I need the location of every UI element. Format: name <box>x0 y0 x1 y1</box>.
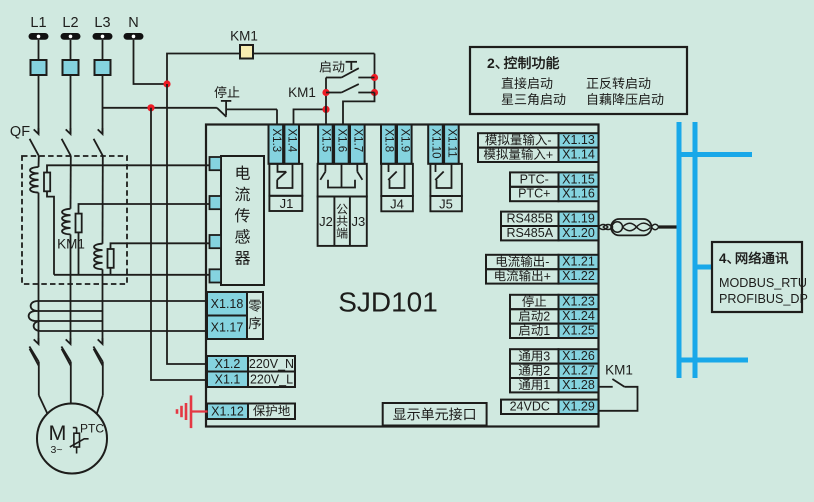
svg-text:L1: L1 <box>30 15 46 31</box>
svg-text:X1.19: X1.19 <box>562 212 595 226</box>
svg-text:-: - <box>547 133 551 147</box>
svg-text:X1.24: X1.24 <box>562 309 595 323</box>
svg-text:X1.17: X1.17 <box>211 321 244 335</box>
svg-text:2: 2 <box>543 364 550 378</box>
svg-text:PTC-: PTC- <box>520 172 549 186</box>
svg-text:X1.22: X1.22 <box>562 269 595 283</box>
svg-text:PTC: PTC <box>80 422 104 436</box>
svg-text:+: + <box>546 148 553 162</box>
svg-text:X1.18: X1.18 <box>211 297 244 311</box>
svg-text:3: 3 <box>543 349 550 363</box>
svg-text:X1.29: X1.29 <box>562 400 595 414</box>
svg-text:X1.3: X1.3 <box>270 129 282 153</box>
svg-text:1: 1 <box>543 324 550 338</box>
svg-text:X1.26: X1.26 <box>562 349 595 363</box>
svg-text:X1.16: X1.16 <box>562 187 595 201</box>
svg-text:X1.14: X1.14 <box>562 148 595 162</box>
svg-text:X1.27: X1.27 <box>562 364 595 378</box>
svg-text:X1.7: X1.7 <box>351 129 363 153</box>
svg-text:X1.11: X1.11 <box>445 129 457 158</box>
svg-text:J4: J4 <box>390 196 404 211</box>
svg-text:PTC+: PTC+ <box>518 187 550 201</box>
svg-text:X1.4: X1.4 <box>286 129 298 153</box>
svg-text:X1.21: X1.21 <box>562 255 595 269</box>
svg-text:X1.1: X1.1 <box>215 372 241 386</box>
svg-text:KM1: KM1 <box>288 85 316 100</box>
svg-text:4: 4 <box>719 251 727 266</box>
svg-text:X1.2: X1.2 <box>215 357 241 371</box>
svg-text:+: + <box>544 269 551 283</box>
svg-text:-: - <box>545 255 549 269</box>
svg-text:KM1: KM1 <box>605 363 633 378</box>
svg-text:MODBUS_RTU: MODBUS_RTU <box>719 276 807 290</box>
svg-text:J1: J1 <box>280 196 294 211</box>
svg-text:3~: 3~ <box>51 444 63 456</box>
svg-text:X1.5: X1.5 <box>319 129 331 153</box>
svg-text:L3: L3 <box>94 15 110 31</box>
svg-text:220V_N: 220V_N <box>249 357 294 371</box>
svg-text:X1.23: X1.23 <box>562 295 595 309</box>
svg-text:N: N <box>128 15 138 31</box>
svg-text:PROFIBUS_DP: PROFIBUS_DP <box>719 292 808 306</box>
svg-text:QF: QF <box>10 124 30 140</box>
svg-text:RS485B: RS485B <box>506 212 553 226</box>
svg-text:KM1: KM1 <box>230 29 258 44</box>
svg-text:X1.10: X1.10 <box>430 129 442 159</box>
svg-text:M: M <box>49 421 67 445</box>
svg-text:L2: L2 <box>62 15 78 31</box>
svg-text:X1.20: X1.20 <box>562 226 595 240</box>
svg-text:X1.12: X1.12 <box>211 404 244 418</box>
svg-text:X1.6: X1.6 <box>335 129 347 153</box>
svg-text:KM1: KM1 <box>57 237 85 252</box>
svg-text:X1.13: X1.13 <box>562 133 595 147</box>
svg-text:RS485A: RS485A <box>506 226 553 240</box>
svg-text:SJD101: SJD101 <box>338 287 438 318</box>
svg-text:24VDC: 24VDC <box>510 400 550 414</box>
svg-text:J5: J5 <box>439 196 453 211</box>
svg-text:220V_L: 220V_L <box>250 372 293 386</box>
svg-text:2: 2 <box>487 55 495 71</box>
svg-text:2: 2 <box>543 309 550 323</box>
svg-text:J2: J2 <box>319 214 333 229</box>
svg-text:X1.9: X1.9 <box>398 129 410 153</box>
svg-text:X1.28: X1.28 <box>562 378 595 392</box>
svg-text:X1.25: X1.25 <box>562 324 595 338</box>
svg-text:1: 1 <box>543 378 550 392</box>
svg-text:X1.8: X1.8 <box>382 129 394 153</box>
svg-text:J3: J3 <box>352 214 366 229</box>
svg-text:X1.15: X1.15 <box>562 172 595 186</box>
